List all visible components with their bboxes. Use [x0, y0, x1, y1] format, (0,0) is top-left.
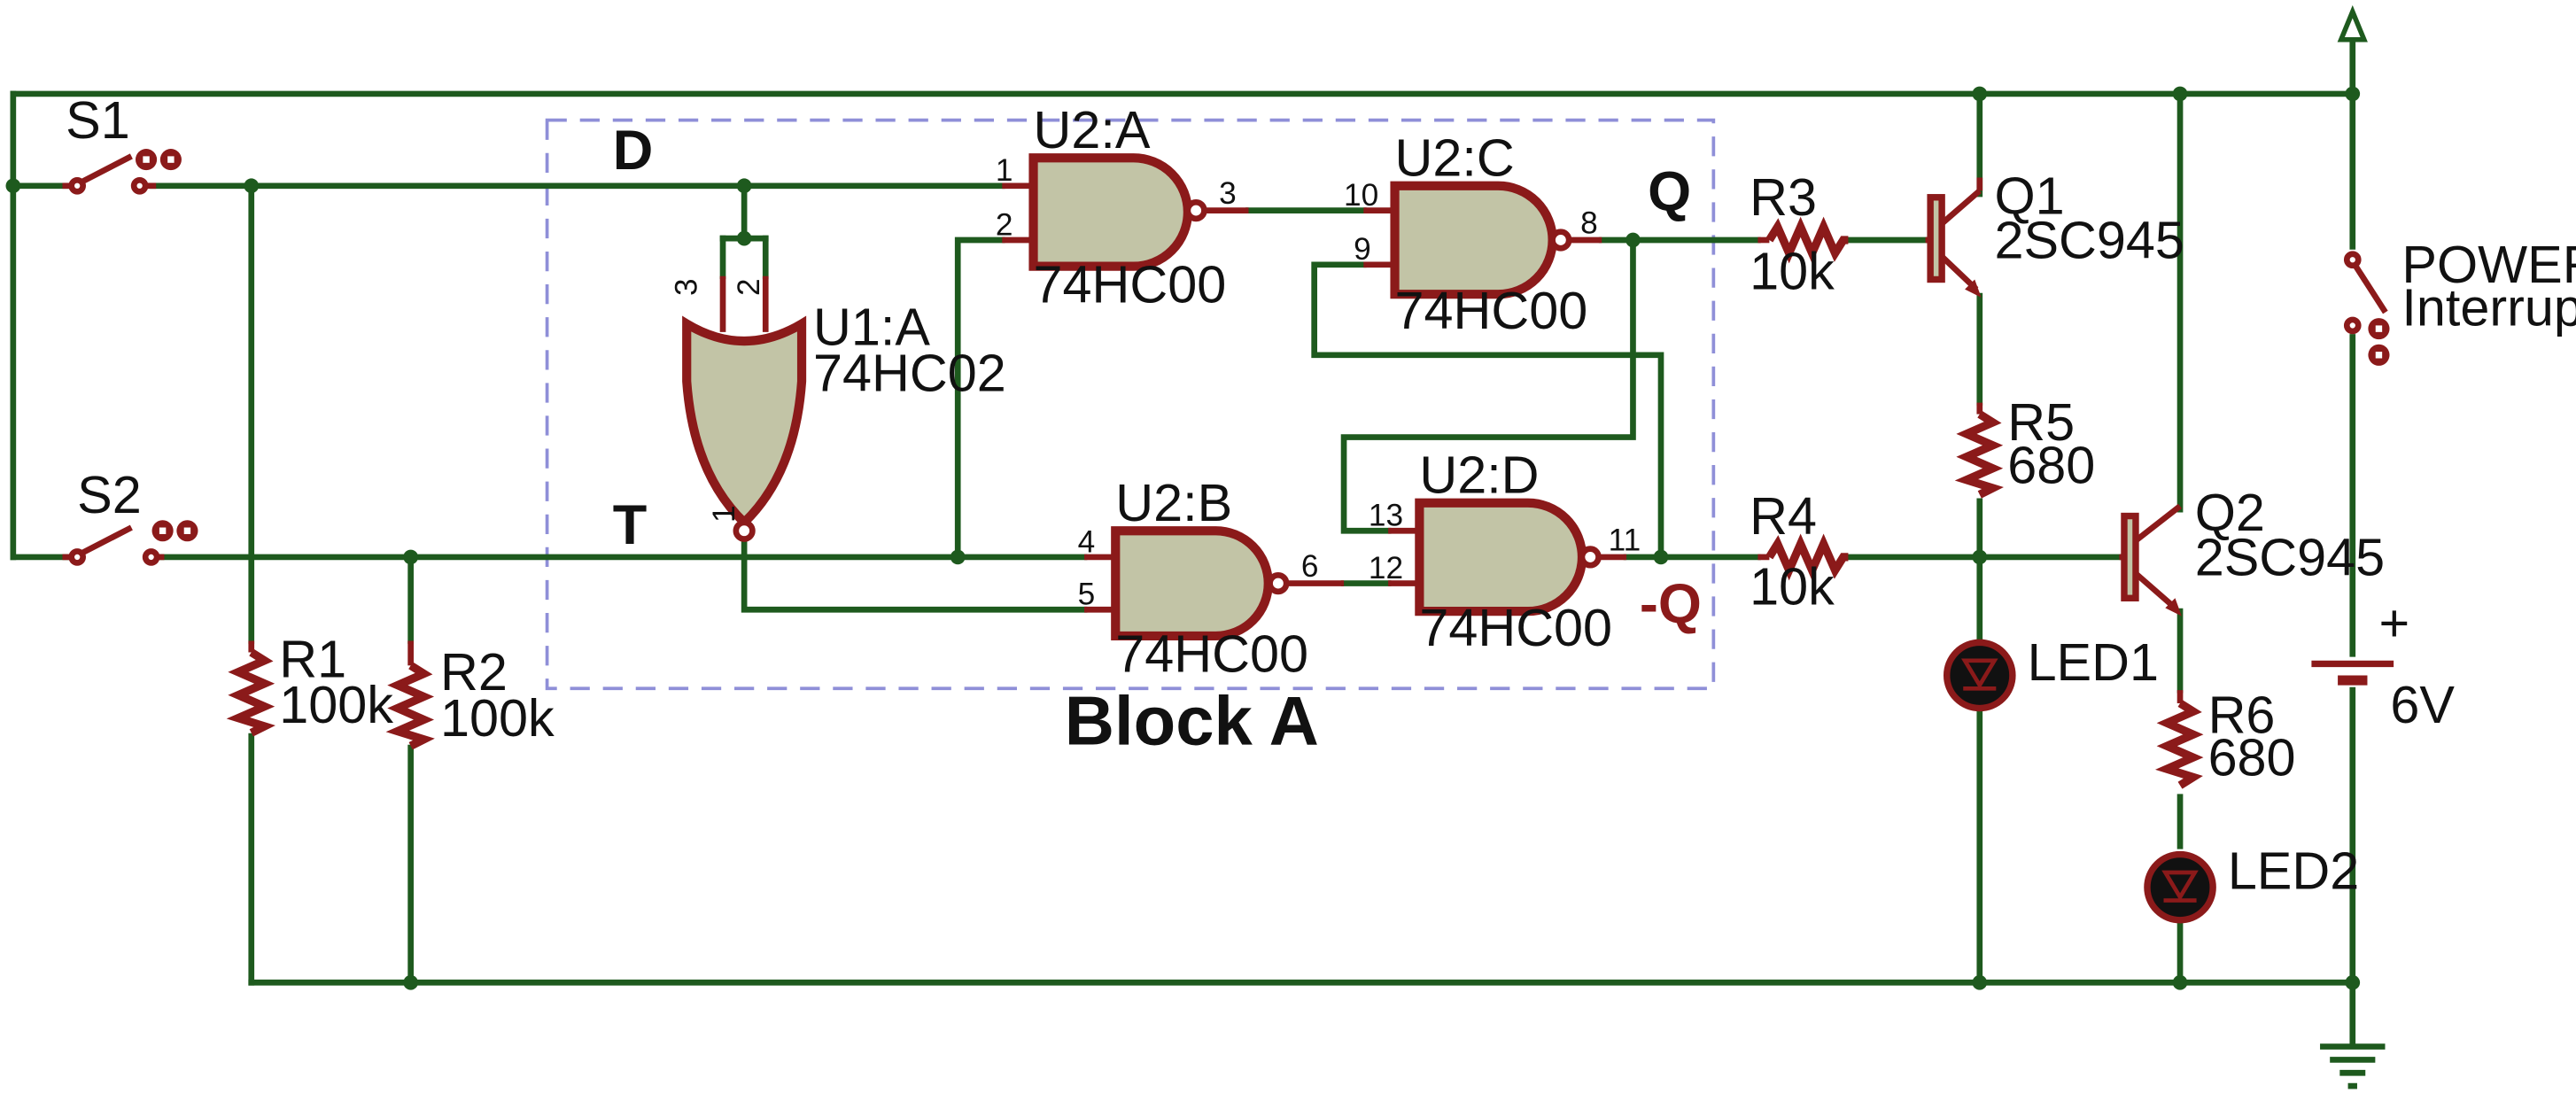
battery: + 6V	[2311, 593, 2455, 734]
resistor-r3-ref: R3	[1750, 167, 1817, 227]
led-icon	[1943, 639, 2016, 712]
gate-u2c-pin-10: 10	[1344, 178, 1378, 213]
gate-u2a-ref: U2:A	[1034, 100, 1151, 159]
gate-u1a-pin-b: 2	[732, 278, 766, 296]
gate-u1a-pin-a: 3	[669, 278, 703, 296]
transistor-q1-ref: Q1	[1994, 166, 2064, 225]
battery-polarity: +	[2378, 593, 2409, 653]
transistor-q2-ref: Q2	[2195, 483, 2265, 542]
resistor-r3: R3 10k	[1750, 167, 1849, 301]
block-a-title: Block A	[1065, 681, 1319, 759]
gate-u2b-pin-6: 6	[1301, 549, 1319, 584]
ground-icon	[2320, 1043, 2386, 1089]
gate-u2c-pin-8: 8	[1580, 206, 1598, 241]
gate-u1a-nor: 3 2 1 U1:A 74HC02	[669, 275, 1006, 542]
gate-u2c-nand: 10 9 8 U2:C 74HC00	[1344, 128, 1602, 340]
switch-power: POWER Interrupteur	[2343, 235, 2576, 366]
resistor-r5-value: 680	[2007, 435, 2095, 494]
switch-power-type: Interrupteur	[2401, 277, 2576, 337]
vcc-arrow-icon	[2337, 4, 2368, 43]
resistor-r6-ref: R6	[2208, 685, 2276, 744]
gate-u2d-nand: 13 12 11 U2:D 74HC00	[1369, 446, 1641, 657]
resistor-r6: R6 680	[2154, 685, 2296, 789]
resistor-r5: R5 680	[1954, 392, 2095, 499]
transistor-base-bar-icon	[2121, 512, 2139, 601]
transistor-q2-part: 2SC945	[2195, 527, 2385, 586]
gate-u1a-ref: U1:A	[813, 298, 930, 357]
gate-u2c-ref: U2:C	[1395, 128, 1515, 188]
led-1-label: LED1	[2028, 632, 2159, 692]
signal-not-q-label: -Q	[1640, 573, 1702, 635]
gate-u2b-ref: U2:B	[1115, 473, 1232, 532]
gate-u2a-pin-2: 2	[996, 207, 1013, 242]
resistor-r2-value: 100k	[440, 688, 555, 748]
block-a-boundary	[545, 118, 1716, 691]
resistor-r1: R1 100k	[226, 629, 393, 737]
gate-u2b-pin-4: 4	[1078, 524, 1096, 559]
gate-u2a-pin-3: 3	[1219, 176, 1237, 211]
signal-t-label: T	[613, 494, 648, 556]
signal-q-label: Q	[1648, 161, 1691, 223]
resistor-r4: R4 10k	[1750, 486, 1849, 616]
switch-s1-label: S1	[66, 90, 130, 150]
gate-u2d-ref: U2:D	[1419, 446, 1539, 505]
gate-u2d-pin-12: 12	[1369, 551, 1403, 585]
gate-u2c-part: 74HC00	[1395, 281, 1588, 340]
switch-s1: S1	[62, 90, 182, 195]
gate-u2a-part: 74HC00	[1034, 254, 1227, 314]
gate-u2a-nand: 1 2 3 U2:A 74HC00	[996, 100, 1249, 314]
resistor-r1-ref: R1	[279, 629, 346, 688]
gate-u2b-pin-5: 5	[1078, 578, 1096, 612]
switch-s2: S2	[62, 465, 198, 566]
transistor-base-bar-icon	[1927, 194, 1945, 283]
resistor-r1-value: 100k	[279, 675, 393, 734]
gate-u1a-part: 74HC02	[813, 344, 1006, 403]
gate-u1a-pin-out: 1	[707, 505, 741, 523]
signal-d-label: D	[613, 120, 654, 182]
gate-u2d-part: 74HC00	[1419, 598, 1612, 657]
junction-dots	[5, 86, 2361, 990]
led-1: LED1	[1943, 632, 2159, 712]
resistor-r4-ref: R4	[1750, 486, 1817, 546]
led-2: LED2	[2144, 841, 2359, 924]
led-2-label: LED2	[2228, 841, 2359, 901]
resistor-r6-value: 680	[2208, 728, 2296, 787]
switch-s2-label: S2	[77, 465, 142, 524]
gate-u2c-pin-9: 9	[1354, 232, 1371, 267]
transistor-q1-part: 2SC945	[1994, 210, 2184, 269]
resistor-r3-value: 10k	[1750, 242, 1835, 301]
gate-u2a-pin-1: 1	[996, 153, 1013, 188]
gate-u2b-nand: 4 5 6 U2:B 74HC00	[1078, 473, 1345, 684]
resistor-r2: R2 100k	[385, 640, 555, 750]
led-icon	[2144, 850, 2216, 924]
gate-u2b-part: 74HC00	[1115, 624, 1308, 684]
resistor-r5-ref: R5	[2007, 392, 2075, 452]
emitter-arrow-icon	[1965, 279, 1982, 298]
resistor-r4-value: 10k	[1750, 557, 1835, 616]
transistor-q2: Q2 2SC945	[2119, 483, 2385, 616]
emitter-arrow-icon	[2165, 598, 2182, 616]
resistor-r2-ref: R2	[440, 642, 508, 702]
battery-voltage: 6V	[2390, 675, 2455, 734]
gate-u2d-pin-13: 13	[1369, 499, 1403, 533]
gate-u2d-pin-11: 11	[1609, 523, 1641, 558]
wires	[10, 38, 2356, 1047]
switch-power-name: POWER	[2401, 235, 2576, 294]
transistor-q1: Q1 2SC945	[1925, 166, 2184, 298]
